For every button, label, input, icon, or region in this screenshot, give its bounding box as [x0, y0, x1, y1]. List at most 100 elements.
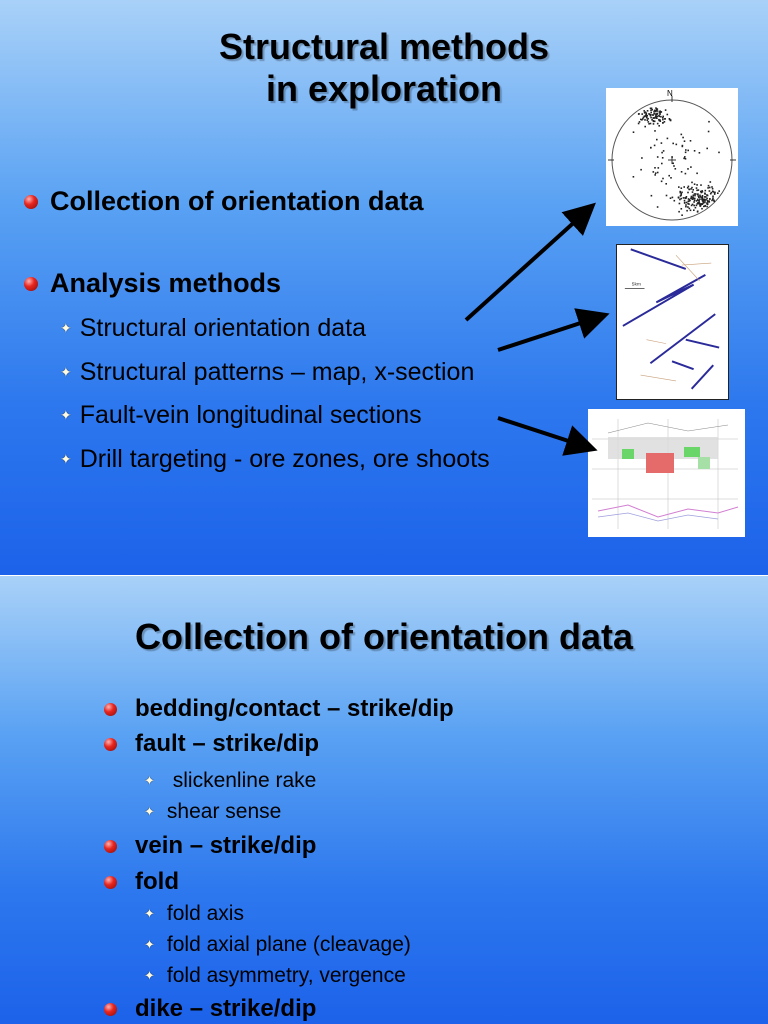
item-text: fold [135, 868, 179, 895]
item-text: fold axial plane (cleavage) [166, 933, 411, 956]
stereonet-point [707, 187, 709, 189]
stereonet-point [648, 123, 650, 125]
slide2-title: Collection of orientation data [134, 616, 633, 657]
stereonet-point [640, 118, 642, 121]
stereonet-point [680, 187, 683, 189]
stereonet-point [658, 118, 660, 121]
stereonet-point [641, 119, 643, 121]
stereonet-point [695, 193, 697, 195]
stereonet-point [707, 130, 710, 133]
red-ball-bullet-icon [24, 194, 38, 209]
stereonet-point [694, 197, 696, 200]
stereonet-point [698, 202, 700, 205]
stereonet-point [706, 202, 708, 204]
stereonet-point [642, 118, 644, 120]
stereonet-point [688, 188, 690, 191]
stereonet-point [679, 190, 681, 193]
stereonet-point [666, 113, 669, 116]
stereonet-point [678, 210, 680, 213]
stereonet-point [708, 120, 710, 123]
stereonet-point [680, 193, 683, 195]
stereonet-point [647, 117, 649, 120]
stereonet-point [707, 184, 710, 187]
stereonet-point [684, 156, 686, 158]
star-bullet-icon: ✦ [144, 773, 155, 788]
star-bullet-icon: ✦ [144, 968, 155, 983]
stereonet-point [713, 200, 715, 203]
stereonet-point [687, 200, 690, 203]
red-ball-bullet-icon [104, 702, 117, 716]
stereonet-point [637, 122, 640, 125]
stereonet-point [701, 200, 704, 202]
stereonet-point [650, 109, 652, 112]
stereonet-point [693, 209, 695, 211]
stereonet-point [651, 119, 653, 121]
stereonet-point [690, 195, 693, 198]
stereonet-point [699, 205, 701, 207]
item-shear-sense: ✦ shear sense [144, 800, 281, 824]
stereonet-point [692, 196, 694, 198]
stereonet-point [677, 197, 680, 199]
stereonet-point [700, 190, 702, 193]
stereonet-point [644, 119, 646, 121]
stereonet-point [704, 199, 706, 202]
star-bullet-icon: ✦ [60, 451, 72, 467]
sub-bullet-drill-targeting: ✦ Drill targeting - ore zones, ore shoot… [60, 445, 490, 474]
red-ball-bullet-icon [24, 276, 38, 291]
item-text: fault – strike/dip [135, 730, 320, 757]
stereonet-point [681, 145, 684, 148]
stereonet-point [712, 191, 715, 193]
stereonet-point [659, 120, 662, 122]
stereonet-point [661, 162, 663, 165]
stereonet-point [664, 118, 666, 120]
stereonet-point [655, 109, 657, 112]
stereonet-image: N [606, 88, 738, 226]
item-text: shear sense [166, 800, 282, 823]
stereonet-point [683, 140, 686, 142]
star-bullet-icon: ✦ [60, 364, 72, 380]
slide-collection-of-orientation-data [0, 576, 768, 1024]
slide1-title: Structural methods in exploration [0, 26, 768, 110]
stereonet-point [684, 197, 686, 199]
stereonet-point [697, 189, 700, 191]
stereonet-point [690, 166, 692, 168]
stereonet-point [654, 174, 656, 176]
stereonet-point [650, 107, 653, 110]
stereonet-point [701, 207, 703, 210]
stereonet-point [644, 111, 647, 113]
stereonet-point [692, 189, 694, 191]
stereonet-point [708, 201, 711, 203]
stereonet-point [662, 118, 664, 121]
arrow-to-section [497, 416, 598, 456]
stereonet-point [711, 187, 714, 190]
stereonet-point [691, 191, 694, 193]
stereonet-point [709, 181, 712, 183]
stereonet-point [652, 123, 655, 125]
item-fault: fault – strike/dip [104, 730, 319, 758]
stereonet-point [685, 149, 687, 151]
stereonet-point [697, 195, 700, 197]
stereonet-point [698, 199, 700, 202]
stereonet-point [641, 113, 643, 115]
stereonet-point [706, 205, 708, 208]
stereonet-point [664, 109, 667, 111]
item-text: vein – strike/dip [135, 832, 317, 859]
stereonet-point [653, 120, 656, 123]
stereonet-point [669, 119, 672, 121]
stereonet-point [691, 186, 693, 189]
item-fold-axis: ✦ fold axis [144, 902, 244, 926]
stereonet-point [683, 202, 686, 204]
stereonet-point [662, 115, 664, 118]
stereonet-point [672, 162, 674, 165]
stereonet-point [703, 205, 705, 208]
stereonet-point [652, 120, 655, 123]
stereonet-point [713, 193, 716, 195]
stereonet-point [653, 144, 656, 147]
stereonet-point [693, 193, 696, 195]
stereonet-point [717, 192, 719, 194]
stereonet-point [669, 197, 672, 199]
item-text: dike – strike/dip [135, 995, 317, 1022]
stereonet-point [706, 194, 709, 197]
stereonet-point [650, 194, 653, 197]
longitudinal-section-image [588, 409, 745, 537]
